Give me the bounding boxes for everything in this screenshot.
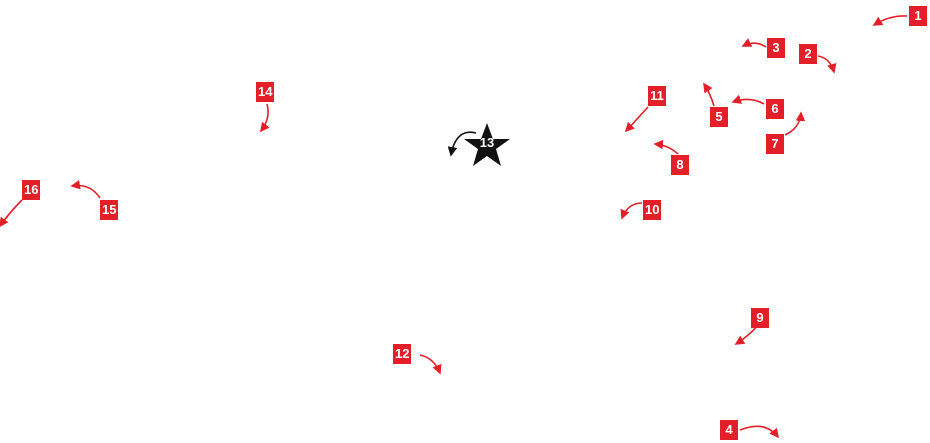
arrow-3 bbox=[741, 38, 767, 48]
arrow-4 bbox=[739, 425, 779, 439]
arrow-14 bbox=[260, 103, 270, 133]
marker-6: 6 bbox=[766, 99, 784, 119]
marker-2: 2 bbox=[799, 44, 817, 64]
marker-5: 5 bbox=[710, 107, 728, 127]
marker-16: 16 bbox=[22, 180, 41, 200]
arrow-12 bbox=[419, 354, 442, 375]
marker-15: 15 bbox=[100, 200, 119, 220]
arrow-16 bbox=[0, 199, 23, 228]
marker-11: 11 bbox=[648, 86, 666, 106]
arrow-13 bbox=[447, 131, 477, 157]
marker-1: 1 bbox=[909, 6, 927, 26]
star-marker-13: 13 bbox=[463, 121, 511, 169]
arrow-6 bbox=[731, 94, 765, 105]
arrow-2 bbox=[817, 55, 837, 74]
marker-10: 10 bbox=[643, 200, 662, 220]
arrow-15 bbox=[70, 179, 101, 199]
arrow-7 bbox=[784, 111, 806, 136]
marker-4: 4 bbox=[720, 420, 738, 440]
marker-14: 14 bbox=[256, 82, 275, 102]
marker-9: 9 bbox=[751, 308, 769, 328]
arrow-1 bbox=[872, 15, 908, 26]
arrow-10 bbox=[620, 202, 643, 220]
marker-3: 3 bbox=[767, 38, 785, 58]
marker-7: 7 bbox=[766, 134, 784, 154]
arrow-11 bbox=[624, 106, 649, 133]
arrow-8 bbox=[653, 139, 679, 155]
arrow-5 bbox=[703, 82, 715, 107]
marker-12: 12 bbox=[393, 344, 412, 364]
star-icon bbox=[464, 123, 510, 166]
star-marker-label: 13 bbox=[479, 135, 495, 150]
marker-8: 8 bbox=[671, 155, 689, 175]
